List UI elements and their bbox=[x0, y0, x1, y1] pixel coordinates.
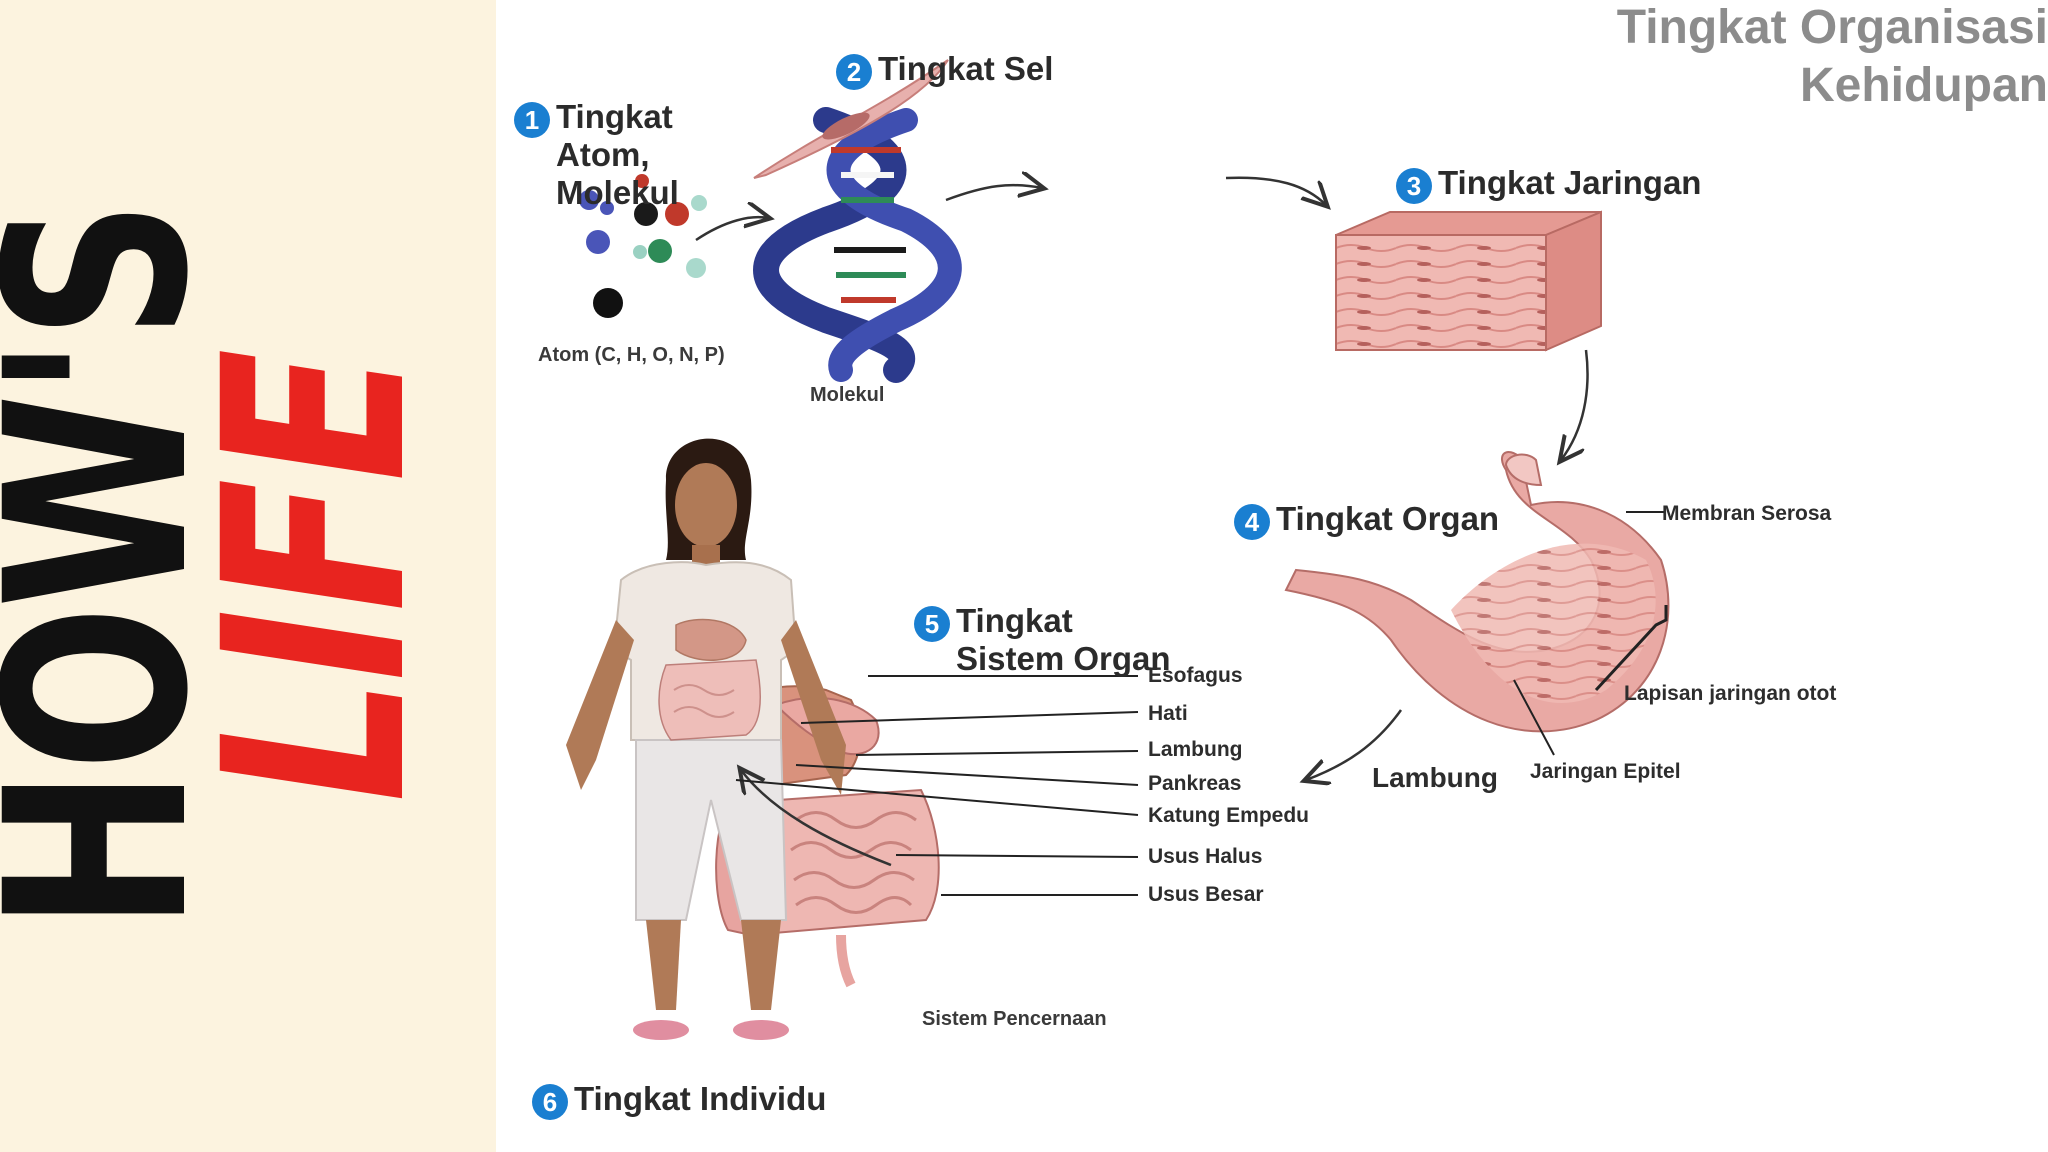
leader-epithel bbox=[1513, 679, 1555, 756]
leader-hati bbox=[800, 711, 1139, 724]
label-jaringan-epitel: Jaringan Epitel bbox=[1530, 760, 1681, 783]
organization-diagram: Tingkat Organisasi Kehidupan 1 Tingkat A… bbox=[496, 0, 2048, 1152]
step-cell: 2 Tingkat Sel bbox=[836, 50, 1053, 90]
atom bbox=[586, 230, 610, 254]
atom bbox=[593, 288, 623, 318]
atoms-illustration bbox=[579, 174, 707, 318]
bracket-muscle bbox=[1594, 605, 1668, 692]
system-caption: Sistem Pencernaan bbox=[922, 1008, 1107, 1030]
step-tissue: 3 Tingkat Jaringan bbox=[1396, 164, 1701, 204]
step-organ: 4 Tingkat Organ bbox=[1234, 500, 1499, 540]
leader-lines bbox=[735, 511, 1668, 896]
arrow-tissue-to-organ bbox=[1561, 349, 1589, 460]
main-title-line-2: Kehidupan bbox=[1800, 59, 2048, 112]
brand-banner: HOW'S LIFE bbox=[0, 0, 496, 1152]
step-label: Tingkat Atom, Molekul bbox=[556, 98, 679, 211]
atom bbox=[600, 201, 614, 215]
step-atom-molecule: 1 Tingkat Atom, Molekul bbox=[514, 98, 774, 212]
stomach-illustration bbox=[1284, 451, 1670, 733]
step-label: Tingkat Sel bbox=[878, 50, 1054, 87]
label-hati: Hati bbox=[1148, 702, 1188, 725]
main-title-line-1: Tingkat Organisasi bbox=[1616, 1, 2048, 54]
tissue-block-illustration bbox=[1335, 210, 1602, 352]
arrow-system-to-individual bbox=[741, 770, 892, 867]
leader-pankreas bbox=[795, 764, 1139, 786]
cell-illustration bbox=[753, 59, 949, 179]
label-katung-empedu: Katung Empedu bbox=[1148, 804, 1309, 827]
atom bbox=[648, 239, 672, 263]
step-individual: 6 Tingkat Individu bbox=[532, 1080, 826, 1120]
step-label: Tingkat Sistem Organ bbox=[956, 602, 1171, 677]
atom bbox=[691, 195, 707, 211]
dna-molecule-illustration bbox=[753, 107, 962, 383]
step-organ-system: 5 Tingkat Sistem Organ bbox=[914, 602, 1174, 678]
step-number-badge: 1 bbox=[514, 102, 550, 138]
step-number-badge: 2 bbox=[836, 54, 872, 90]
flow-arrows bbox=[695, 176, 1589, 867]
atom bbox=[633, 245, 647, 259]
arrow-cell-to-tissue bbox=[1225, 176, 1326, 205]
atom bbox=[686, 258, 706, 278]
atom-caption: Atom (C, H, O, N, P) bbox=[538, 344, 725, 366]
step-number-badge: 4 bbox=[1234, 504, 1270, 540]
leader-katung-empedu bbox=[735, 779, 1139, 816]
arrow-molecule-to-cell bbox=[945, 185, 1042, 202]
step-number-badge: 6 bbox=[532, 1084, 568, 1120]
label-membran-serosa: Membran Serosa bbox=[1662, 502, 1832, 525]
diagram-artwork bbox=[566, 59, 1670, 1040]
atom bbox=[634, 202, 658, 226]
atom bbox=[665, 202, 689, 226]
atom bbox=[579, 190, 599, 210]
label-usus-besar: Usus Besar bbox=[1148, 883, 1264, 906]
step-number-badge: 5 bbox=[914, 606, 950, 642]
leader-lambung bbox=[855, 750, 1139, 756]
brand-word-life: LIFE bbox=[170, 351, 461, 803]
step-label: Tingkat Individu bbox=[574, 1080, 827, 1117]
label-pankreas: Pankreas bbox=[1148, 772, 1242, 795]
atom bbox=[635, 174, 649, 188]
step-label: Tingkat Organ bbox=[1276, 500, 1500, 537]
arrow-organ-to-system bbox=[1306, 709, 1403, 780]
label-lapisan-otot: Lapisan jaringan otot bbox=[1624, 682, 1837, 705]
label-lambung: Lambung bbox=[1148, 738, 1243, 761]
arrow-atom-to-molecule bbox=[695, 217, 768, 242]
girl-illustration bbox=[566, 438, 846, 1040]
label-lambung-organ: Lambung bbox=[1372, 762, 1498, 793]
label-esofagus: Esofagus bbox=[1148, 664, 1243, 687]
step-label: Tingkat Jaringan bbox=[1438, 164, 1702, 201]
step-number-badge: 3 bbox=[1396, 168, 1432, 204]
leader-usus-halus bbox=[895, 854, 1139, 858]
label-usus-halus: Usus Halus bbox=[1148, 845, 1263, 868]
molecule-caption: Molekul bbox=[810, 384, 885, 406]
